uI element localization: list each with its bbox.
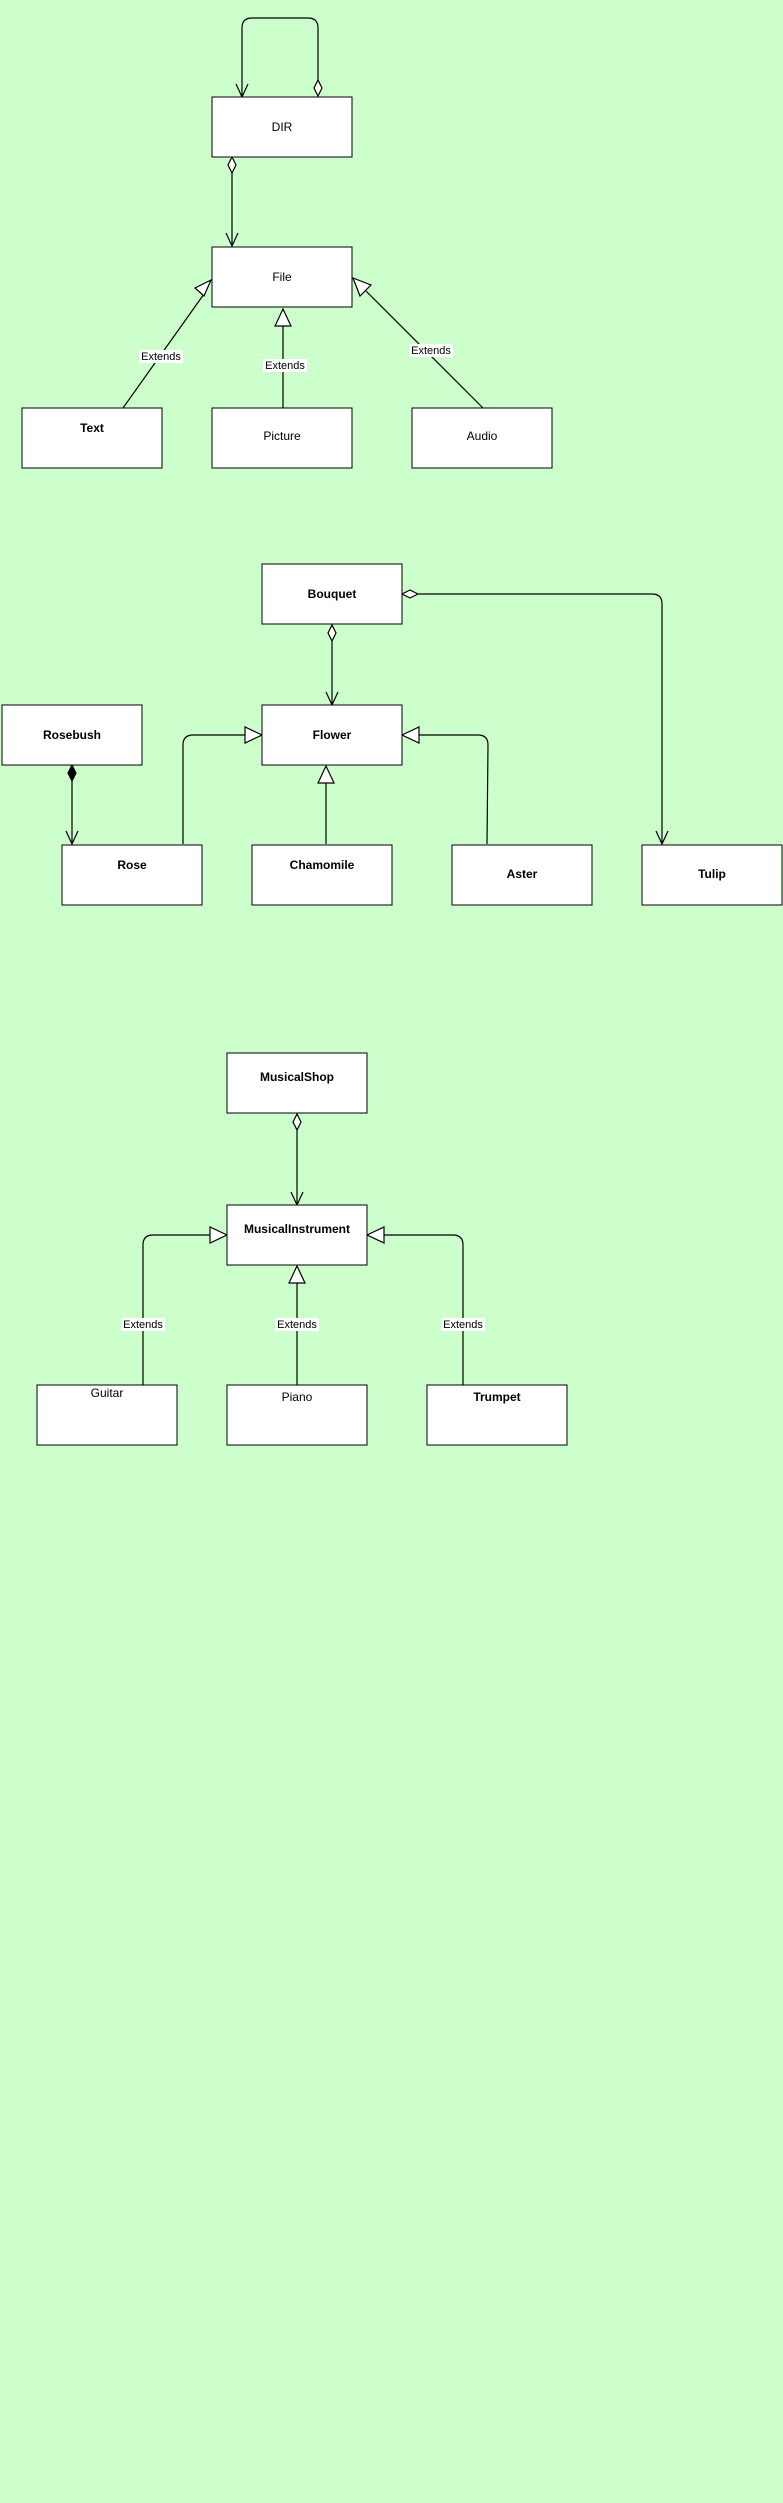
class-rose-label: Rose bbox=[117, 858, 147, 872]
aster-extends-flower-edge[interactable] bbox=[400, 726, 489, 845]
dir-self-aggregation-edge[interactable] bbox=[235, 17, 323, 99]
class-picture[interactable]: Picture bbox=[211, 407, 353, 469]
extends-label: Extends bbox=[443, 1319, 483, 1331]
picture-extends-file-edge[interactable]: Extends bbox=[263, 307, 307, 408]
class-dir-label: DIR bbox=[272, 120, 293, 134]
piano-extends-instrument-edge[interactable]: Extends bbox=[275, 1264, 319, 1385]
class-chamomile[interactable]: Chamomile bbox=[251, 844, 393, 906]
class-rose[interactable]: Rose bbox=[61, 844, 203, 906]
class-guitar[interactable]: Guitar bbox=[36, 1384, 178, 1446]
class-tulip-label: Tulip bbox=[698, 867, 726, 881]
extends-label: Extends bbox=[277, 1319, 317, 1331]
class-rosebush[interactable]: Rosebush bbox=[1, 704, 143, 766]
class-trumpet[interactable]: Trumpet bbox=[426, 1384, 568, 1446]
class-bouquet[interactable]: Bouquet bbox=[261, 563, 403, 625]
class-flower-label: Flower bbox=[313, 728, 352, 742]
class-flower[interactable]: Flower bbox=[261, 704, 403, 766]
guitar-extends-instrument-edge[interactable]: Extends bbox=[121, 1226, 229, 1385]
class-guitar-label: Guitar bbox=[91, 1386, 124, 1400]
class-picture-label: Picture bbox=[263, 429, 301, 443]
bouquet-tulip-aggregation-edge[interactable] bbox=[400, 589, 669, 846]
extends-label: Extends bbox=[141, 351, 181, 363]
class-rosebush-label: Rosebush bbox=[43, 728, 101, 742]
class-musicalinstrument[interactable]: MusicalInstrument bbox=[226, 1204, 368, 1266]
class-musicalinstrument-label: MusicalInstrument bbox=[244, 1222, 350, 1236]
extends-label: Extends bbox=[411, 345, 451, 357]
dir-file-aggregation-edge[interactable] bbox=[225, 155, 239, 248]
trumpet-extends-instrument-edge[interactable]: Extends bbox=[365, 1226, 485, 1385]
class-audio-label: Audio bbox=[467, 429, 498, 443]
chamomile-extends-flower-edge[interactable] bbox=[317, 764, 335, 844]
class-bouquet-label: Bouquet bbox=[308, 587, 357, 601]
class-musicalshop[interactable]: MusicalShop bbox=[226, 1052, 368, 1114]
extends-label: Extends bbox=[265, 360, 305, 372]
class-piano-label: Piano bbox=[282, 1390, 313, 1404]
rose-extends-flower-edge[interactable] bbox=[182, 726, 264, 844]
class-tulip[interactable]: Tulip bbox=[641, 844, 783, 906]
extends-label: Extends bbox=[123, 1319, 163, 1331]
class-piano[interactable]: Piano bbox=[226, 1384, 368, 1446]
class-trumpet-label: Trumpet bbox=[473, 1390, 520, 1404]
class-file[interactable]: File bbox=[211, 246, 353, 308]
class-text-label: Text bbox=[80, 421, 104, 435]
musicalshop-instrument-aggregation-edge[interactable] bbox=[290, 1112, 304, 1207]
class-aster[interactable]: Aster bbox=[451, 844, 593, 906]
audio-extends-file-edge[interactable]: Extends bbox=[351, 276, 484, 409]
class-chamomile-label: Chamomile bbox=[290, 858, 355, 872]
class-audio[interactable]: Audio bbox=[411, 407, 553, 469]
bouquet-flower-aggregation-edge[interactable] bbox=[325, 623, 339, 707]
class-musicalshop-label: MusicalShop bbox=[260, 1070, 334, 1084]
class-aster-label: Aster bbox=[507, 867, 538, 881]
class-file-label: File bbox=[272, 270, 292, 284]
class-dir[interactable]: DIR bbox=[211, 96, 353, 158]
text-extends-file-edge[interactable]: Extends bbox=[122, 278, 213, 409]
class-text[interactable]: Text bbox=[21, 407, 163, 469]
